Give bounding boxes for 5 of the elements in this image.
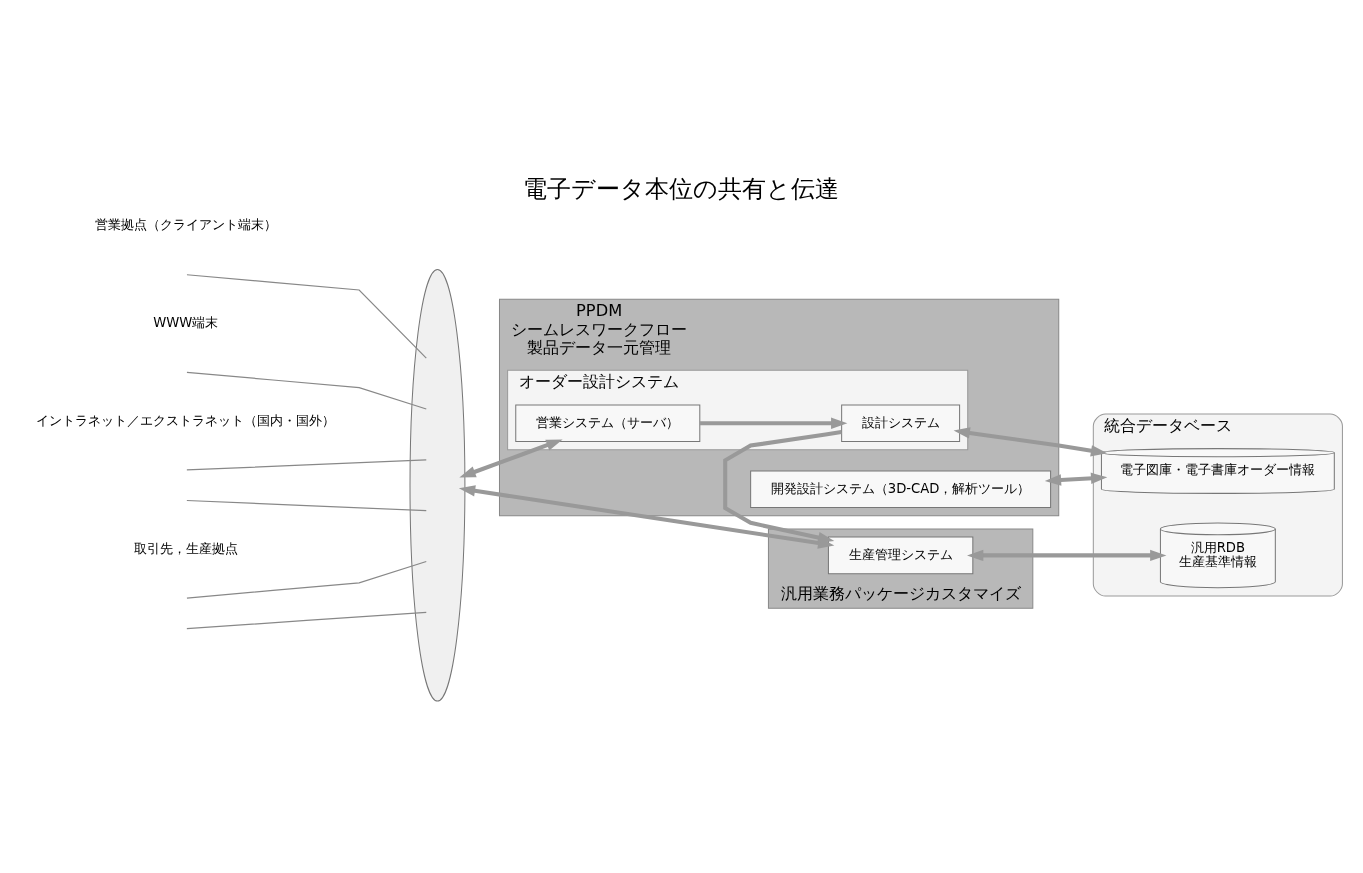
label: イントラネット／エクストラネット（国内・国外） <box>36 412 336 428</box>
label: 取引先，生産拠点 <box>133 540 238 556</box>
label: 営業拠点（クライアント端末） <box>94 216 277 232</box>
diagram-title: 電子データ本位の共有と伝達 <box>523 173 840 203</box>
label: WWW端末 <box>153 314 219 330</box>
